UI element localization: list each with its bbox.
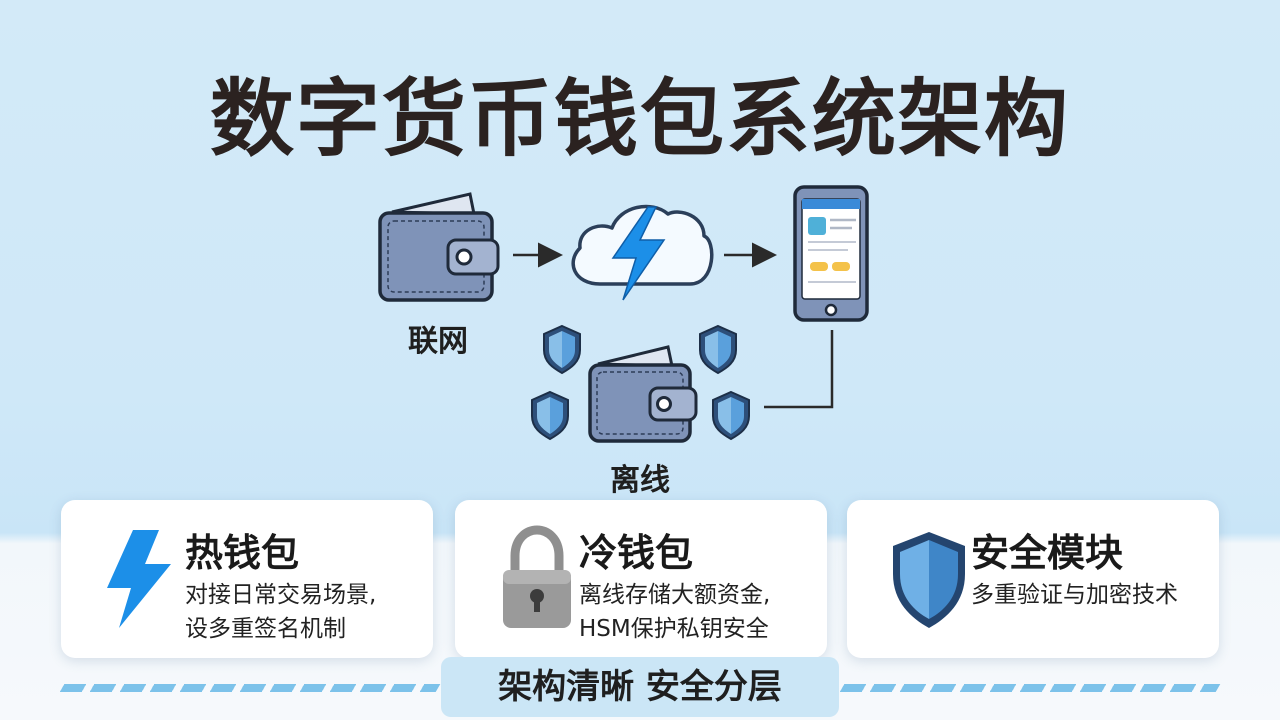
security-module-desc: 多重验证与加密技术 [971, 578, 1178, 612]
left-dashed-line [59, 684, 441, 692]
right-dashed-line [839, 684, 1221, 692]
hot-wallet-title: 热钱包 [185, 531, 300, 575]
security-module-card: 安全模块 多重验证与加密技术 [847, 500, 1219, 658]
bottom-banner: 架构清晰 安全分层 [441, 657, 839, 717]
page-title: 数字货币钱包系统架构 [209, 70, 1070, 168]
security-module-desc-line-1: 多重验证与加密技术 [971, 582, 1178, 608]
shield-icon [893, 532, 965, 628]
cold-wallet-desc: 离线存储大额资金, HSM保护私钥安全 [579, 578, 770, 646]
lightning-icon [107, 530, 171, 628]
shield-icon [712, 391, 750, 440]
smartphone-icon [793, 185, 869, 322]
hot-wallet-desc: 对接日常交易场景, 设多重签名机制 [185, 578, 376, 646]
padlock-icon [503, 525, 571, 628]
hot-wallet-card: 热钱包 对接日常交易场景, 设多重签名机制 [61, 500, 433, 658]
online-label: 联网 [408, 324, 468, 359]
shield-icon [543, 325, 581, 374]
hot-wallet-desc-line-2: 设多重签名机制 [185, 616, 346, 642]
online-wallet-icon [378, 192, 500, 302]
cold-wallet-desc-line-2: HSM保护私钥安全 [579, 616, 769, 642]
offline-label: 离线 [610, 463, 670, 498]
connector-phone-to-offline [764, 330, 834, 409]
cloud-lightning-icon [571, 204, 714, 301]
cold-wallet-desc-line-1: 离线存储大额资金, [579, 582, 771, 608]
security-module-title: 安全模块 [971, 531, 1124, 575]
cold-wallet-card: 冷钱包 离线存储大额资金, HSM保护私钥安全 [455, 500, 827, 658]
cold-wallet-title: 冷钱包 [579, 531, 694, 575]
hot-wallet-desc-line-1: 对接日常交易场景, [185, 582, 377, 608]
offline-wallet-icon [588, 345, 698, 443]
shield-icon [531, 391, 569, 440]
shield-icon [699, 325, 737, 374]
